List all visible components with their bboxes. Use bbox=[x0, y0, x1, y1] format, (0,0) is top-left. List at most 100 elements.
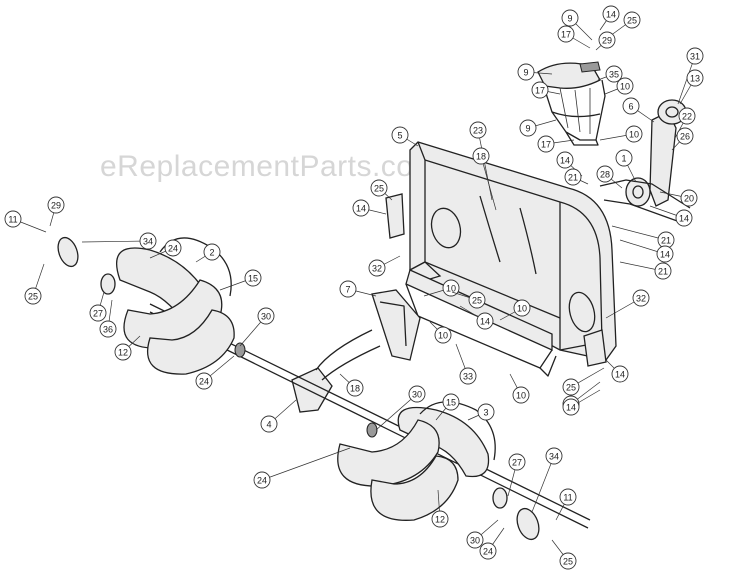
part-callout: 29 bbox=[47, 196, 65, 227]
callout-number: 9 bbox=[523, 68, 528, 78]
callout-circle bbox=[686, 69, 704, 87]
callout-number: 31 bbox=[690, 52, 700, 62]
callout-number: 14 bbox=[356, 204, 366, 214]
callout-number: 24 bbox=[257, 476, 267, 486]
callout-circle bbox=[352, 199, 370, 217]
part-callout: 9 bbox=[519, 119, 557, 137]
callout-circle bbox=[47, 196, 65, 214]
callout-circle bbox=[559, 552, 577, 570]
part-callout: 18 bbox=[339, 373, 364, 397]
callout-circle bbox=[596, 165, 614, 183]
part-callout: 22 bbox=[674, 107, 696, 139]
part-callout: 26 bbox=[671, 127, 694, 151]
callout-number: 17 bbox=[561, 30, 571, 40]
callout-number: 14 bbox=[566, 403, 576, 413]
callout-number: 23 bbox=[473, 126, 483, 136]
callout-number: 4 bbox=[266, 420, 271, 430]
callout-circle bbox=[656, 245, 674, 263]
callout-circle bbox=[370, 179, 388, 197]
part-callout: 18 bbox=[472, 147, 497, 211]
part-callout: 36 bbox=[99, 299, 117, 338]
callout-circle bbox=[562, 378, 580, 396]
callout-leader-line bbox=[480, 155, 497, 211]
callout-circle bbox=[434, 326, 452, 344]
part-callout: 3 bbox=[467, 403, 495, 421]
part-callout: 25 bbox=[551, 539, 577, 570]
callout-number: 17 bbox=[535, 86, 545, 96]
part-callout: 24 bbox=[253, 447, 351, 489]
callout-number: 14 bbox=[660, 250, 670, 260]
callout-number: 33 bbox=[463, 372, 473, 382]
part-callout: 14 bbox=[459, 305, 494, 330]
callout-circle bbox=[513, 299, 531, 317]
callout-number: 35 bbox=[609, 70, 619, 80]
callout-circle bbox=[562, 398, 580, 416]
callout-number: 29 bbox=[602, 36, 612, 46]
callout-number: 25 bbox=[374, 184, 384, 194]
callout-circle bbox=[431, 510, 449, 528]
callout-number: 6 bbox=[628, 102, 633, 112]
part-callout: 20 bbox=[659, 189, 698, 207]
callout-circle bbox=[519, 119, 537, 137]
callout-number: 30 bbox=[412, 390, 422, 400]
callout-number: 11 bbox=[563, 493, 572, 503]
callout-number: 10 bbox=[516, 391, 526, 401]
part-callout: 13 bbox=[679, 69, 704, 105]
callout-number: 32 bbox=[372, 264, 382, 274]
callout-circle bbox=[556, 151, 574, 169]
callout-leader-line bbox=[81, 240, 149, 243]
callout-circle bbox=[99, 320, 117, 338]
callout-number: 14 bbox=[480, 317, 490, 327]
callout-number: 27 bbox=[93, 309, 103, 319]
callout-number: 10 bbox=[446, 284, 456, 294]
callout-circle bbox=[139, 232, 157, 250]
callout-circle bbox=[623, 11, 641, 29]
callout-number: 30 bbox=[470, 536, 480, 546]
part-callout: 14 bbox=[599, 5, 620, 31]
part-callout: 33 bbox=[455, 343, 477, 385]
part-callout: 14 bbox=[352, 199, 387, 217]
watermark: eReplacementParts.com bbox=[100, 150, 439, 183]
callout-number: 26 bbox=[680, 132, 690, 142]
callout-number: 25 bbox=[627, 16, 637, 26]
callout-number: 28 bbox=[600, 170, 610, 180]
callout-circle bbox=[625, 125, 643, 143]
callout-number: 24 bbox=[168, 244, 178, 254]
callout-circle bbox=[678, 107, 696, 125]
callout-circle bbox=[564, 168, 582, 186]
callout-circle bbox=[368, 259, 386, 277]
callout-number: 32 bbox=[636, 294, 646, 304]
part-callout: 10 bbox=[429, 321, 452, 344]
callout-number: 10 bbox=[438, 331, 448, 341]
callout-circle bbox=[346, 379, 364, 397]
callout-circle bbox=[598, 31, 616, 49]
callout-circle bbox=[253, 471, 271, 489]
callout-number: 10 bbox=[517, 304, 527, 314]
callout-circle bbox=[24, 287, 42, 305]
callout-circle bbox=[408, 385, 426, 403]
part-callout: 4 bbox=[260, 399, 297, 433]
part-callout: 14 bbox=[619, 239, 674, 263]
part-callout: 30 bbox=[239, 307, 275, 347]
part-callout: 14 bbox=[605, 359, 629, 383]
left-auger bbox=[57, 236, 246, 375]
part-callout: 21 bbox=[564, 168, 589, 186]
callout-number: 17 bbox=[541, 140, 551, 150]
callout-circle bbox=[557, 25, 575, 43]
callout-circle bbox=[680, 189, 698, 207]
callout-number: 34 bbox=[143, 237, 153, 247]
callout-circle bbox=[531, 81, 549, 99]
callout-number: 10 bbox=[620, 82, 630, 92]
callout-circle bbox=[561, 9, 579, 27]
callout-number: 12 bbox=[435, 515, 445, 525]
part-callout: 34 bbox=[531, 447, 563, 513]
callout-circle bbox=[611, 365, 629, 383]
callout-circle bbox=[203, 243, 221, 261]
callout-circle bbox=[442, 279, 460, 297]
part-callout: 11 bbox=[4, 210, 47, 233]
discharge-chute bbox=[537, 61, 606, 146]
callout-number: 9 bbox=[525, 124, 530, 134]
callout-circle bbox=[244, 269, 262, 287]
callout-number: 12 bbox=[118, 348, 128, 358]
